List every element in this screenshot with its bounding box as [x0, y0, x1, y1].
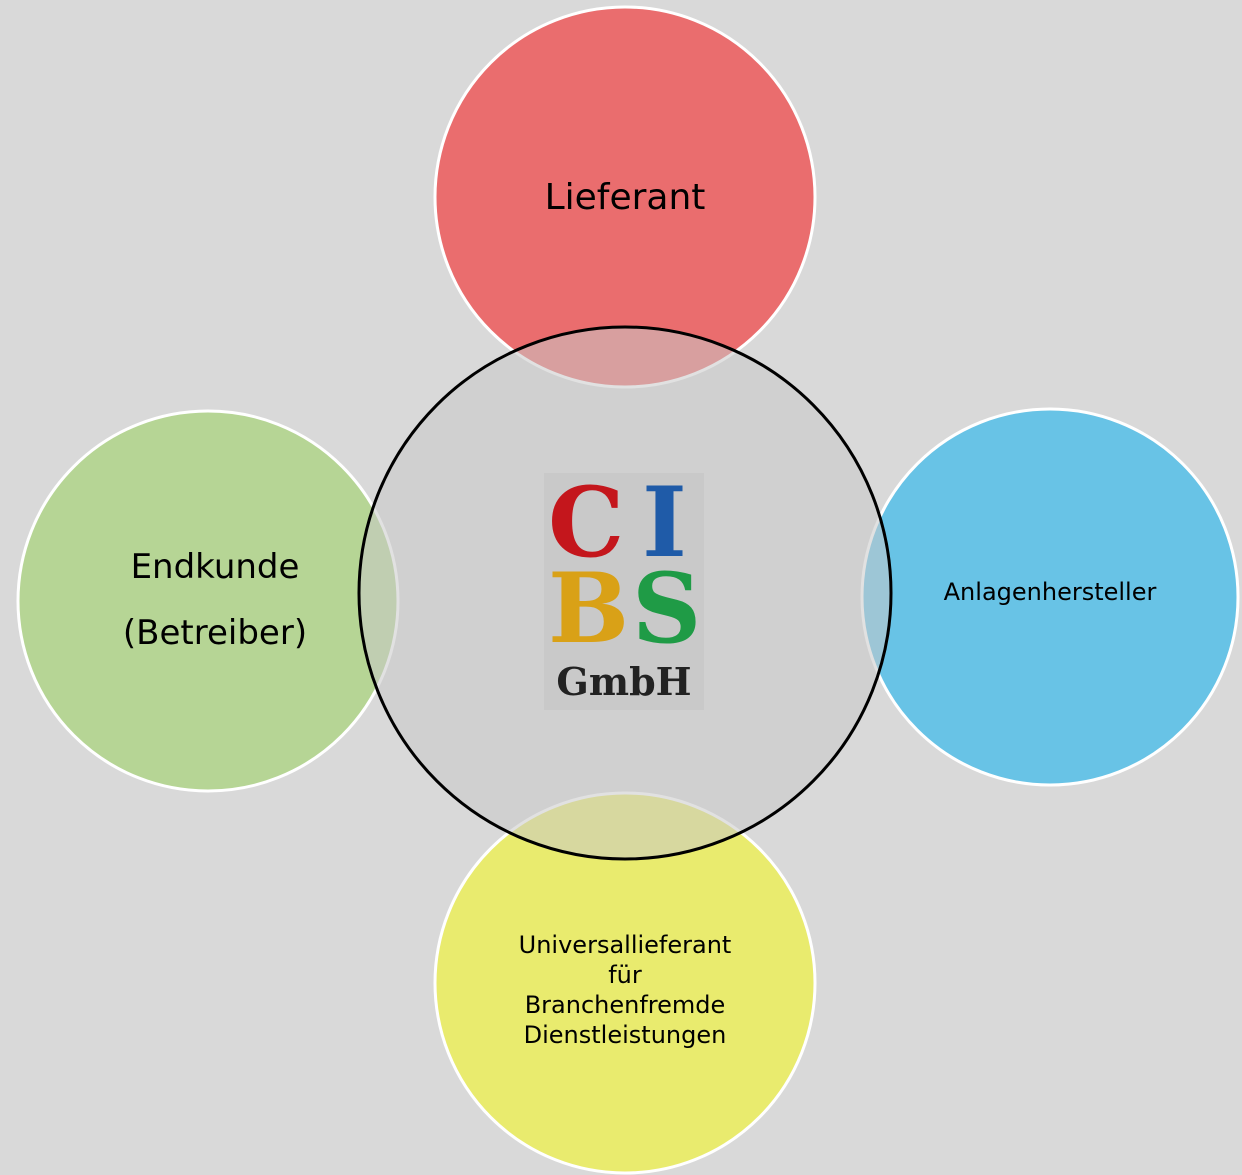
label-anlagenhersteller: Anlagenhersteller [943, 578, 1157, 606]
label-universal: Universallieferant für Branchenfremde Di… [518, 931, 732, 1049]
logo-letter-b: B [548, 552, 630, 665]
logo-letter-c: C [548, 466, 625, 579]
label-endkunde: Endkunde (Betreiber) [122, 547, 308, 653]
logo-gmbh: GmbH [556, 659, 692, 704]
label-lieferant: Lieferant [544, 176, 706, 218]
logo-letter-i: I [642, 466, 687, 579]
logo-letter-s: S [632, 552, 702, 665]
cibs-logo: C I B S GmbH [544, 473, 704, 710]
